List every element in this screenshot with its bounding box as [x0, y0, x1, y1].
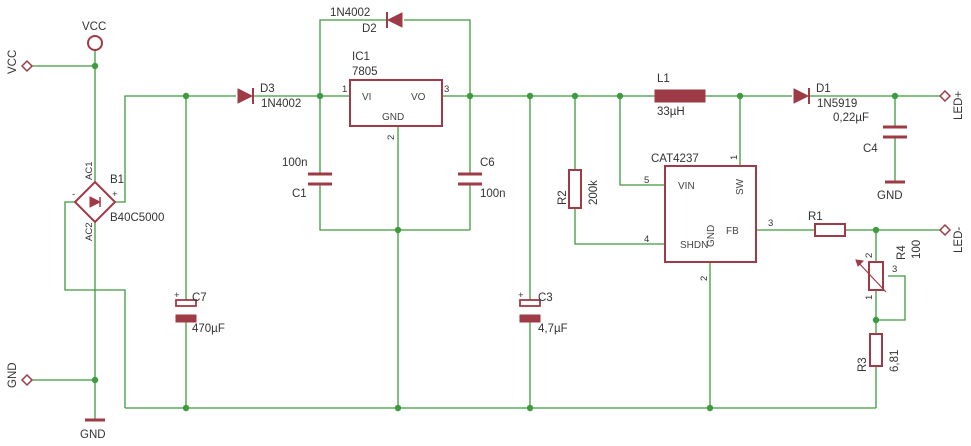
d1-value: 1N5919 — [817, 98, 857, 110]
wires — [27, 19, 945, 420]
connector-vcc-left[interactable]: VCC — [7, 50, 34, 74]
c1-name: C1 — [292, 188, 307, 200]
connector-led-plus[interactable]: LED+ — [938, 89, 965, 120]
capacitor-c3[interactable]: + C3 4,7µF — [518, 290, 568, 335]
ground-symbol-c4: GND — [877, 180, 905, 202]
ic1-vo: VO — [411, 92, 426, 103]
r1-name: R1 — [808, 211, 823, 223]
u1-pin2: 2 — [699, 276, 710, 281]
diode-d1[interactable]: D1 1N5919 — [793, 83, 857, 110]
connector-gnd-left[interactable]: GND — [7, 362, 34, 388]
ic1-pin3: 3 — [444, 84, 449, 95]
c1-value: 100n — [282, 157, 308, 169]
l1-name: L1 — [657, 73, 670, 85]
r2-value: 200k — [588, 180, 600, 205]
l1-value: 33µH — [657, 106, 685, 118]
d2-value: 1N4002 — [330, 7, 370, 19]
label-gnd-left: GND — [7, 362, 19, 388]
label-led-minus: LED- — [953, 227, 965, 253]
b1-ac2: AC2 — [84, 223, 95, 241]
label-gnd-bottom: GND — [80, 429, 106, 441]
resistor-r1[interactable]: R1 — [808, 211, 846, 237]
d2-name: D2 — [362, 23, 377, 35]
d1-name: D1 — [816, 83, 831, 95]
capacitor-c4[interactable]: 0,22µF C4 — [833, 112, 907, 155]
led-driver-cat4237[interactable]: CAT4237 VIN SW FB SHDN GND 5 4 1 3 2 — [644, 153, 773, 281]
r4-name: R4 — [896, 245, 908, 260]
capacitor-c6[interactable]: C6 100n — [458, 157, 506, 200]
supply-vcc-top[interactable]: VCC — [82, 21, 106, 51]
r2-name: R2 — [557, 190, 569, 205]
ic1-gnd: GND — [382, 112, 404, 123]
ic1-pin1: 1 — [342, 84, 347, 95]
c7-value: 470µF — [192, 323, 225, 335]
ic1-name: IC1 — [352, 51, 370, 63]
c4-value: 0,22µF — [833, 112, 869, 124]
label-gnd-c4: GND — [877, 190, 903, 202]
trimmer-r4[interactable]: R4 100 2 1 3 — [855, 240, 923, 300]
label-vcc-top: VCC — [82, 21, 106, 33]
resistor-r3[interactable]: R3 6,81 — [857, 333, 901, 372]
r3-name: R3 — [857, 357, 869, 372]
b1-name: B1 — [110, 174, 124, 186]
c3-value: 4,7µF — [538, 323, 568, 335]
u1-vin: VIN — [678, 181, 695, 192]
u1-pin1: 1 — [729, 155, 740, 160]
r4-pin3: 3 — [892, 264, 897, 275]
bridge-rectifier-b1[interactable]: B1 B40C5000 AC1 AC2 + - — [72, 162, 164, 241]
u1-fb: FB — [726, 226, 739, 237]
connector-led-minus[interactable]: LED- — [938, 223, 965, 253]
b1-value: B40C5000 — [110, 212, 164, 224]
d3-value: 1N4002 — [261, 98, 301, 110]
c6-name: C6 — [480, 157, 495, 169]
u1-shdn: SHDN — [680, 240, 708, 251]
label-vcc-left: VCC — [7, 50, 19, 74]
d3-name: D3 — [260, 83, 275, 95]
c6-value: 100n — [480, 188, 506, 200]
u1-pin5: 5 — [644, 175, 649, 186]
diode-d2[interactable]: 1N4002 D2 — [330, 7, 403, 35]
ic1-value: 7805 — [352, 66, 378, 78]
label-led-plus: LED+ — [953, 91, 965, 120]
u1-pin3: 3 — [768, 218, 773, 229]
ic1-pin2: 2 — [386, 135, 397, 140]
u1-gnd: GND — [706, 225, 717, 247]
u1-pin4: 4 — [644, 234, 649, 245]
ground-symbol-bottom: GND — [80, 418, 106, 441]
diode-d3[interactable]: D3 1N4002 — [237, 83, 301, 110]
r3-value: 6,81 — [889, 350, 901, 372]
inductor-l1[interactable]: L1 33µH — [654, 73, 706, 118]
u1-name: CAT4237 — [651, 153, 699, 165]
c3-name: C3 — [538, 292, 553, 304]
b1-ac1: AC1 — [84, 162, 95, 180]
b1-minus: - — [72, 189, 75, 200]
capacitor-c7[interactable]: + C7 470µF — [174, 290, 225, 335]
junctions — [91, 62, 899, 412]
resistor-r2[interactable]: R2 200k — [557, 169, 600, 209]
u1-sw: SW — [735, 178, 746, 195]
r4-value: 100 — [911, 240, 923, 259]
r4-pin1: 1 — [864, 295, 875, 300]
c3-plus-mark: + — [518, 290, 524, 301]
ic1-vi: VI — [362, 92, 371, 103]
r4-pin2: 2 — [864, 253, 875, 258]
capacitor-c1[interactable]: 100n C1 — [282, 157, 332, 200]
b1-plus: + — [112, 189, 118, 200]
c7-plus-mark: + — [174, 290, 180, 301]
c7-name: C7 — [192, 292, 207, 304]
c4-name: C4 — [863, 143, 878, 155]
regulator-ic1[interactable]: IC1 7805 VI VO GND 1 3 2 — [342, 51, 449, 140]
